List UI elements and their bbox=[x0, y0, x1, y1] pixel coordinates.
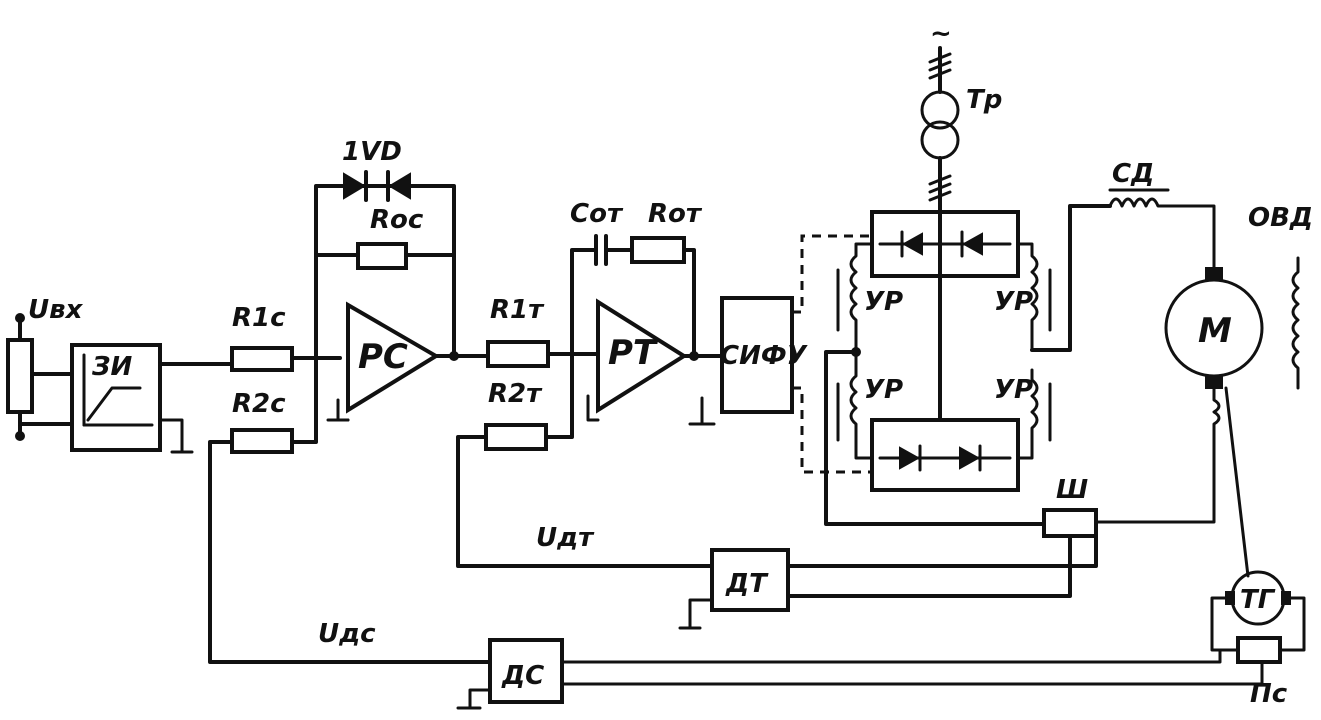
dc-label: ДС bbox=[501, 661, 544, 691]
resistor-r1t bbox=[486, 340, 550, 368]
rot-label: Rот bbox=[648, 199, 703, 229]
diodes-label: 1VD bbox=[342, 137, 402, 167]
tg-label: ТГ bbox=[1240, 585, 1276, 615]
cot-label: Cот bbox=[570, 199, 624, 229]
shunt-sh bbox=[1042, 508, 1098, 538]
pt-amplifier bbox=[586, 298, 688, 422]
pc-amplifier bbox=[326, 301, 440, 422]
resistor-rot bbox=[630, 236, 686, 264]
ur-label-4: УР bbox=[994, 375, 1033, 405]
r2t-label: R2т bbox=[488, 379, 543, 409]
r1c-label: R1с bbox=[232, 303, 286, 333]
zi-block bbox=[70, 343, 194, 454]
zi-label: ЗИ bbox=[91, 352, 132, 382]
motor-m bbox=[1094, 267, 1264, 524]
transformer-tr bbox=[920, 46, 960, 214]
udc-label: Uдс bbox=[318, 619, 376, 649]
pc-potentiometer-label: Пс bbox=[1250, 679, 1288, 709]
choke-sd bbox=[1108, 188, 1216, 270]
dc-block bbox=[456, 638, 564, 710]
shunt-label: Ш bbox=[1056, 475, 1088, 505]
r2c-label: R2с bbox=[232, 389, 286, 419]
udt-label: Uдт bbox=[536, 523, 595, 553]
resistor-r2c bbox=[230, 428, 294, 454]
ur-label-2: УР bbox=[994, 287, 1033, 317]
thyristor-group-top bbox=[870, 210, 1020, 452]
pt-label: РТ bbox=[608, 333, 659, 373]
resistor-r1c bbox=[230, 346, 294, 372]
thyristor-group-bottom bbox=[870, 418, 1020, 492]
r1t-label: R1т bbox=[490, 295, 545, 325]
tr-label: Тр bbox=[966, 85, 1002, 115]
dt-block bbox=[678, 548, 790, 630]
diode-pair-1vd bbox=[343, 170, 411, 202]
input-potentiometer bbox=[6, 313, 74, 441]
reactor-right-bottom bbox=[1016, 368, 1052, 460]
ur-label-3: УР bbox=[864, 375, 903, 405]
sifu-label: СИФУ bbox=[720, 341, 809, 371]
motor-label: М bbox=[1198, 311, 1232, 351]
sd-label: СД bbox=[1112, 159, 1154, 189]
ovd-label: ОВД bbox=[1248, 203, 1313, 233]
reactor-left-bottom bbox=[836, 350, 874, 460]
roc-label: Rос bbox=[370, 205, 424, 235]
potentiometer-pc bbox=[1236, 636, 1282, 664]
field-winding-ovd bbox=[1291, 256, 1300, 390]
dt-label: ДТ bbox=[725, 569, 769, 599]
resistor-r2t bbox=[484, 423, 548, 451]
sifu-block bbox=[688, 296, 794, 426]
reactor-left-top bbox=[836, 242, 874, 354]
ur-label-1: УР bbox=[864, 287, 903, 317]
reactor-right-top bbox=[1016, 242, 1052, 352]
input-voltage-label: Uвх bbox=[28, 295, 84, 325]
pc-label: РС bbox=[358, 337, 408, 377]
ac-symbol: ~ bbox=[930, 19, 952, 49]
resistor-roc bbox=[356, 242, 408, 270]
